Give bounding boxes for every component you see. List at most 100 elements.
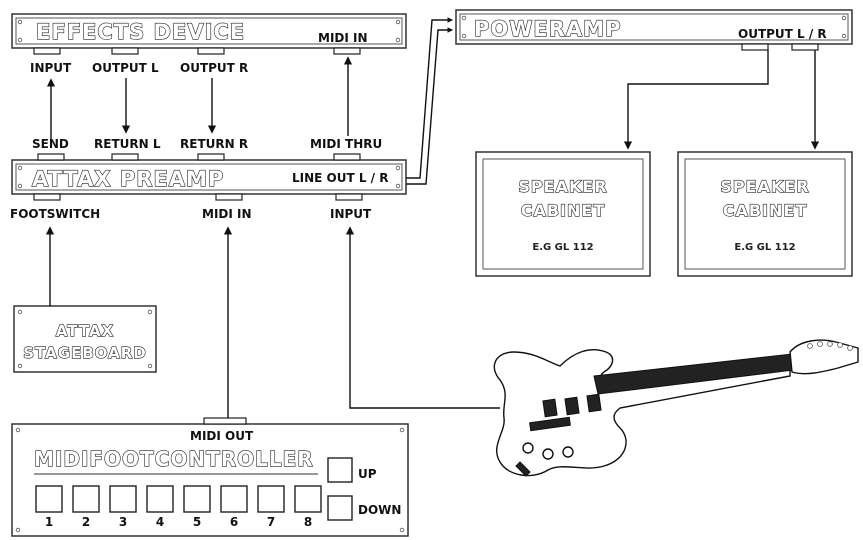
up-button[interactable]: [327, 457, 353, 483]
screw-icon: [147, 363, 153, 369]
preamp-footswitch-port: [33, 193, 61, 201]
speaker-right-title-1: SPEAKER: [720, 177, 809, 196]
bridge-icon: [529, 416, 571, 432]
footswitch-3-button[interactable]: [109, 485, 137, 513]
speaker-right-frame: [677, 151, 853, 277]
screw-icon: [15, 427, 21, 433]
line-out-to-poweramp-wire-l: [406, 17, 454, 179]
screw-icon: [147, 309, 153, 315]
down-label: DOWN: [358, 503, 401, 517]
effects-device: EFFECTS DEVICE MIDI IN INPUT OUTPUT L OU…: [11, 13, 407, 75]
guitar-body: [493, 348, 791, 477]
effects-midi-in-label: MIDI IN: [318, 31, 368, 45]
footswitch-6-button[interactable]: [220, 485, 248, 513]
jack-icon: [515, 461, 531, 477]
speaker-right-inner: [684, 158, 846, 270]
speaker-left-inner: [482, 158, 644, 270]
preamp-midi-thru-label: MIDI THRU: [310, 137, 382, 151]
tuning-peg-icon: [837, 342, 843, 348]
screw-icon: [17, 19, 23, 25]
footswitch-7-label: 7: [267, 515, 275, 529]
poweramp-output-r-port: [791, 43, 819, 51]
preamp-panel: [11, 159, 407, 195]
footswitch-5-button[interactable]: [183, 485, 211, 513]
footswitch-7-button[interactable]: [257, 485, 285, 513]
speaker-cabinet-right: SPEAKER CABINET E.G GL 112: [677, 151, 853, 277]
screw-icon: [15, 527, 21, 533]
effects-midi-in-port: [333, 47, 361, 55]
footswitch-1-button[interactable]: [35, 485, 63, 513]
preamp-return-l-port: [111, 153, 139, 161]
down-button[interactable]: [327, 495, 353, 521]
screw-icon: [395, 183, 401, 189]
screw-icon: [841, 15, 847, 21]
tone-knob-icon: [562, 446, 574, 458]
screw-icon: [399, 427, 405, 433]
foot-controller-midi-out-port: [203, 417, 247, 425]
preamp-footswitch-label: FOOTSWITCH: [10, 207, 100, 221]
foot-controller-title: MIDIFOOTCONTROLLER: [34, 447, 314, 471]
screw-icon: [399, 527, 405, 533]
stageboard-panel: [13, 305, 157, 373]
poweramp-to-speaker-left-arrow: [623, 50, 769, 150]
preamp-return-l-label: RETURN L: [94, 137, 161, 151]
preamp-midi-in-port: [215, 193, 243, 201]
speaker-left-model: E.G GL 112: [532, 242, 593, 253]
speaker-right-title-2: CABINET: [723, 201, 808, 220]
footswitch-3-label: 3: [119, 515, 127, 529]
tuning-peg-icon: [827, 341, 833, 347]
poweramp: POWERAMP OUTPUT L / R: [455, 9, 853, 51]
effects-device-title: EFFECTS DEVICE: [36, 20, 245, 44]
tuning-peg-icon: [807, 343, 813, 349]
line-out-to-poweramp-wire-r: [406, 27, 454, 185]
screw-icon: [461, 33, 467, 39]
preamp-midi-thru-port: [333, 153, 361, 161]
tone-knob-icon: [542, 448, 554, 460]
screw-icon: [17, 309, 23, 315]
volume-knob-icon: [522, 442, 534, 454]
footswitch-4-button[interactable]: [146, 485, 174, 513]
effects-output-l-label: OUTPUT L: [92, 61, 159, 75]
screw-icon: [17, 183, 23, 189]
tuning-peg-icon: [817, 341, 823, 347]
footswitch-5-label: 5: [193, 515, 201, 529]
electric-guitar: [493, 339, 859, 477]
guitar-headstock: [789, 339, 859, 375]
footswitch-8-button[interactable]: [294, 485, 322, 513]
poweramp-inner: [459, 13, 849, 41]
preamp-send-label: SEND: [32, 137, 69, 151]
effects-output-r-label: OUTPUT R: [180, 61, 248, 75]
screw-icon: [395, 37, 401, 43]
footswitch-4-label: 4: [156, 515, 164, 529]
pickup-neck-icon: [542, 398, 558, 418]
stageboard-title-2: STAGEBOARD: [23, 344, 146, 362]
screw-icon: [17, 165, 23, 171]
footswitch-1-label: 1: [45, 515, 53, 529]
preamp-return-r-port: [197, 153, 225, 161]
preamp-input-label: INPUT: [330, 207, 372, 221]
preamp-send-port: [37, 153, 65, 161]
footswitch-6-label: 6: [230, 515, 238, 529]
screw-icon: [17, 363, 23, 369]
pickup-bridge-icon: [586, 393, 602, 413]
preamp-title: ATTAX PREAMP: [32, 167, 224, 191]
preamp-midi-in-label: MIDI IN: [202, 207, 252, 221]
preamp-return-r-label: RETURN R: [180, 137, 248, 151]
screw-icon: [461, 15, 467, 21]
footswitch-2-button[interactable]: [72, 485, 100, 513]
poweramp-output-label: OUTPUT L / R: [738, 27, 827, 41]
effects-input-label: INPUT: [30, 61, 72, 75]
pickup-middle-icon: [564, 396, 580, 416]
screw-icon: [395, 165, 401, 171]
footswitch-2-label: 2: [82, 515, 90, 529]
poweramp-output-l-port: [741, 43, 769, 51]
preamp-inner: [15, 163, 403, 191]
speaker-right-model: E.G GL 112: [734, 242, 795, 253]
effects-output-l-port: [111, 47, 139, 55]
signal-connections: [45, 17, 820, 418]
guitar-to-input-arrow: [345, 226, 500, 409]
poweramp-title: POWERAMP: [474, 17, 621, 41]
